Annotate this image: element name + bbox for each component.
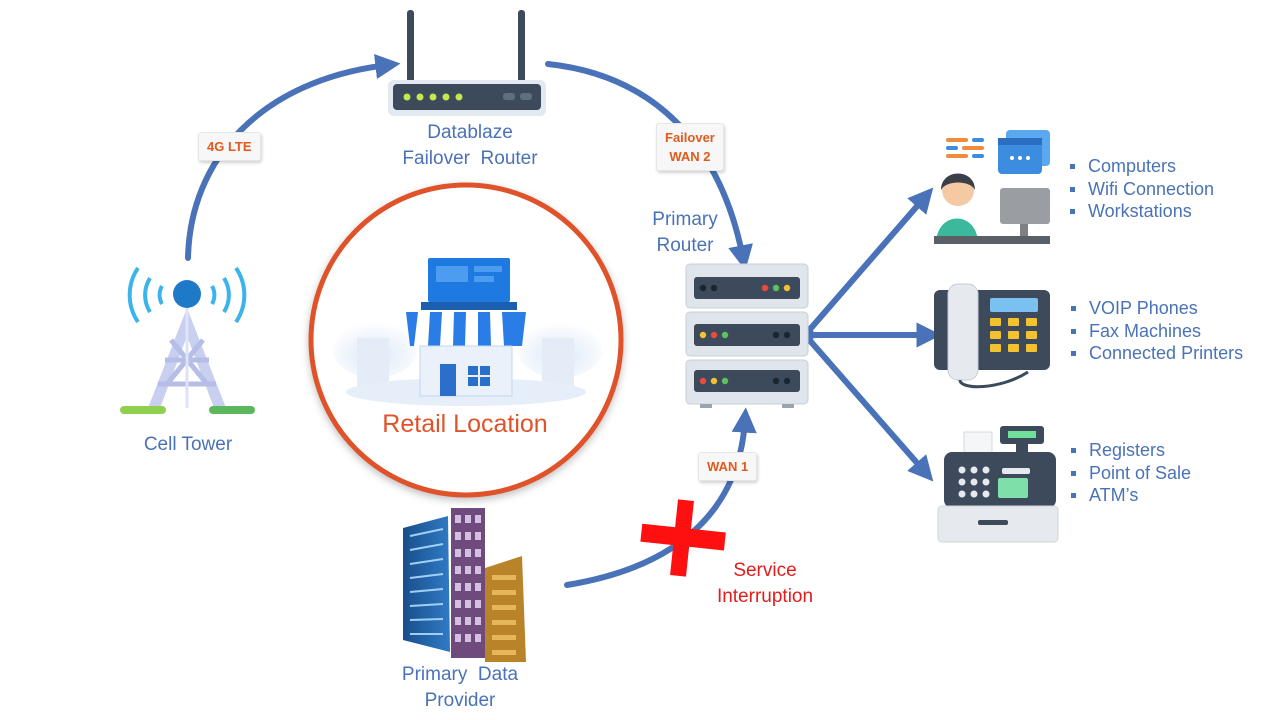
cell-tower-label-text: Cell Tower	[143, 434, 233, 455]
primary-router-label-line2: Router	[656, 235, 714, 256]
interruption-cross-icon	[640, 499, 726, 577]
list-item: Point of Sale	[1069, 462, 1191, 485]
provider-label-line2: Provider	[424, 690, 496, 711]
primary-data-provider-label: Primary Data Provider	[375, 662, 545, 714]
list-item: Registers	[1069, 439, 1191, 462]
desk-phone-icon	[934, 283, 1050, 389]
device-list-registers: Registers Point of Sale ATM’s	[1069, 439, 1191, 507]
interruption-line1: Service	[733, 560, 797, 581]
cell-tower-icon	[120, 266, 255, 414]
list-item: Workstations	[1068, 200, 1214, 223]
provider-label-line1: Primary Data	[401, 664, 519, 685]
arrow-primary-to-workstations	[802, 187, 934, 338]
arrow-provider-to-primary	[564, 407, 757, 588]
office-buildings-icon	[403, 508, 526, 662]
device-list-phones: VOIP Phones Fax Machines Connected Print…	[1069, 297, 1243, 365]
primary-router-label: Primary Router	[630, 207, 740, 259]
failover-wan2-line2: WAN 2	[669, 149, 711, 164]
primary-router-label-line1: Primary	[652, 209, 718, 230]
connection-arrows	[185, 53, 942, 588]
cell-tower-label: Cell Tower	[108, 432, 268, 458]
arrow-tower-to-failover	[185, 53, 401, 261]
list-item: Computers	[1068, 155, 1214, 178]
primary-router-icon	[685, 263, 809, 408]
lte-badge-text: 4G LTE	[207, 139, 252, 154]
retail-location-icon	[308, 182, 624, 498]
lte-badge: 4G LTE	[198, 132, 261, 161]
list-item: ATM’s	[1069, 484, 1191, 507]
list-item: Wifi Connection	[1068, 178, 1214, 201]
arrow-primary-to-registers	[802, 332, 934, 482]
failover-wan2-line1: Failover	[665, 130, 715, 145]
arrow-failover-to-primary	[545, 61, 753, 271]
failover-router-label-line1: Datablaze	[427, 122, 513, 143]
wan1-badge: WAN 1	[698, 452, 758, 481]
wan1-badge-text: WAN 1	[707, 459, 749, 474]
list-item: Fax Machines	[1069, 320, 1243, 343]
failover-router-label-line2: Failover Router	[402, 148, 538, 169]
failover-wan2-badge: Failover WAN 2	[656, 123, 724, 171]
device-list-workstations: Computers Wifi Connection Workstations	[1068, 155, 1214, 223]
workstation-user-icon	[934, 130, 1050, 244]
service-interruption-label: Service Interruption	[690, 558, 840, 610]
list-item: VOIP Phones	[1069, 297, 1243, 320]
interruption-line2: Interruption	[716, 586, 814, 607]
retail-location-label: Retail Location	[382, 410, 548, 438]
cash-register-icon	[937, 426, 1059, 543]
list-item: Connected Printers	[1069, 342, 1243, 365]
failover-router-label: Datablaze Failover Router	[370, 120, 570, 172]
failover-router-icon	[388, 10, 546, 116]
